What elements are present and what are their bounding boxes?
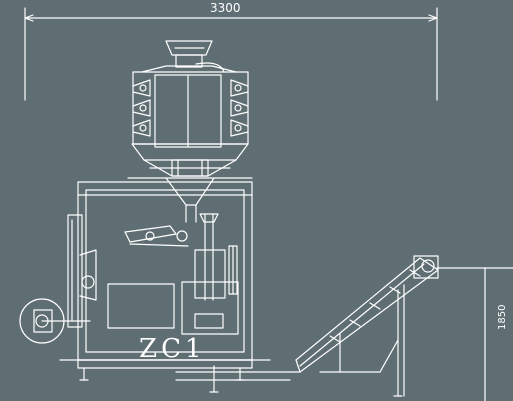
output-conveyor (289, 255, 439, 397)
control-panel (107, 283, 175, 329)
machine-base (59, 359, 291, 393)
height-dimension-label: 1850 (497, 304, 508, 330)
film-roll (19, 298, 91, 344)
width-dimension (24, 7, 438, 101)
width-dimension-label: 3300 (210, 1, 241, 15)
model-label: ZC1 (139, 334, 206, 364)
multihead-weigher (127, 40, 253, 179)
discharge-funnel (165, 177, 215, 223)
height-dimension (436, 267, 513, 401)
